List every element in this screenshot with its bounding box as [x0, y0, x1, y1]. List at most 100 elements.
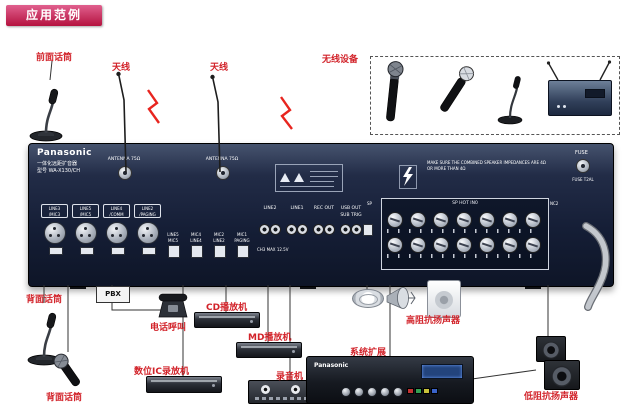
amp-knob	[367, 387, 377, 397]
screw-terminal	[387, 237, 403, 253]
amp-button	[415, 388, 422, 394]
tape-reel	[291, 385, 300, 394]
warning-triangle-icon	[294, 173, 304, 182]
rca-note: CH3 MAX 12.5V	[257, 247, 289, 252]
ceiling-speaker	[352, 289, 384, 308]
xlr-connector	[106, 222, 128, 244]
amp-knob	[380, 387, 390, 397]
front-desk-microphone-icon	[29, 88, 63, 142]
xlr-input-label: LINE3/MIC3	[41, 204, 68, 218]
label-wireless-devices: 无线设备	[322, 55, 359, 65]
amp-knob	[354, 387, 364, 397]
receiver-button	[563, 105, 566, 108]
panel-subtitle: 一体化远距扩音器	[37, 161, 78, 167]
horn-speaker-icon	[386, 287, 416, 309]
sp-right-label: NC2	[550, 201, 559, 206]
screw-terminal	[433, 212, 449, 228]
sp-header-label: SP HOT IN0	[452, 201, 478, 206]
rear-desk-microphone-icon	[27, 312, 61, 366]
xlr-input-label: LINE2/PAGING	[134, 204, 161, 218]
rca-label: LINE2	[263, 206, 277, 211]
cd-player-device	[194, 312, 260, 328]
low-impedance-speaker-1	[536, 336, 566, 362]
fuse-rating: FUSE T2AL	[572, 177, 594, 182]
telephone-icon	[158, 293, 188, 318]
rca-jack	[286, 224, 297, 235]
rca-label: USB OUT	[340, 206, 362, 211]
label-cd-player: CD播放机	[206, 303, 248, 313]
rear-handheld-microphone-icon	[53, 353, 80, 387]
warning-triangle-icon	[280, 173, 290, 182]
amp-brand: Panasonic	[314, 362, 349, 369]
wireless-devices-box	[370, 56, 620, 135]
low-impedance-speaker-2	[544, 360, 580, 390]
label-rear-mic-top: 背面话筒	[26, 295, 63, 305]
caution-label	[275, 164, 343, 192]
label-ic-recorder: 数位IC录放机	[134, 367, 189, 377]
amp-button	[423, 388, 430, 394]
label-rear-mic-bottom: 背面话筒	[46, 393, 83, 403]
lightning-bolt-icon	[280, 96, 293, 130]
rca-jack	[313, 224, 324, 235]
screw-terminal	[502, 237, 518, 253]
amp-display	[421, 364, 463, 379]
antenna-port-label-right: ANTENNA 75Ω	[205, 157, 239, 162]
tape-reel	[261, 385, 270, 394]
panel-brand: Panasonic	[37, 148, 92, 158]
amp-button	[407, 388, 414, 394]
pbx-box: PBX	[96, 286, 130, 303]
gain-switch	[80, 247, 94, 255]
antenna-port-label-left: ANTENNA 75Ω	[107, 157, 141, 162]
rca-jack	[324, 224, 335, 235]
rca-jack	[297, 224, 308, 235]
xlr-connector	[137, 222, 159, 244]
gain-switch	[111, 247, 125, 255]
impedance-note: MAKE SURE THE COMBINED SPEAKER IMPEDANCE…	[427, 160, 546, 171]
label-tape-recorder: 录音机	[276, 372, 304, 382]
xlr-input-label: LINE4/COMM	[103, 204, 130, 218]
lightning-bolt-icon	[147, 89, 160, 124]
input-switch	[191, 245, 203, 258]
screw-terminal	[410, 237, 426, 253]
screw-terminal	[525, 212, 541, 228]
system-expansion-amplifier: Panasonic	[306, 356, 474, 404]
screw-terminal	[433, 237, 449, 253]
rca-jack	[259, 224, 270, 235]
rca-sub-label: SUB TRIG	[340, 213, 362, 218]
screw-terminal	[410, 212, 426, 228]
screw-terminal	[502, 212, 518, 228]
fuse-label: FUSE	[575, 150, 588, 156]
usb-port	[363, 224, 373, 236]
ic-recorder-device	[146, 376, 222, 393]
input-switch	[168, 245, 180, 258]
sp-left-label: SP	[367, 201, 372, 206]
high-voltage-icon	[399, 165, 417, 189]
receiver-button	[557, 105, 560, 108]
xlr-connector	[44, 222, 66, 244]
screw-terminal	[387, 212, 403, 228]
rca-jack	[340, 224, 351, 235]
input-switch	[214, 245, 226, 258]
xlr-input-label: LINE5/MIC5	[72, 204, 99, 218]
wireless-gooseneck-mic-icon	[497, 76, 523, 125]
rca-jack	[270, 224, 281, 235]
screw-terminal	[525, 237, 541, 253]
label-antenna-right: 天线	[210, 63, 229, 73]
screw-terminal	[479, 212, 495, 228]
label-md-player: MD播放机	[248, 333, 292, 343]
label-high-impedance-speaker: 高阻抗扬声器	[406, 316, 461, 326]
speaker-terminal-block: SP HOT IN0	[381, 198, 549, 270]
fuse-holder	[576, 159, 590, 173]
label-system-expansion: 系统扩展	[350, 348, 387, 358]
antenna-connector-left	[118, 166, 132, 180]
rca-label: REC OUT	[313, 206, 335, 211]
section-title-banner: 应用范例	[6, 5, 102, 26]
screw-terminal	[456, 212, 472, 228]
xlr-connector	[75, 222, 97, 244]
rca-label: LINE1	[290, 206, 304, 211]
wall-speaker	[427, 280, 461, 318]
